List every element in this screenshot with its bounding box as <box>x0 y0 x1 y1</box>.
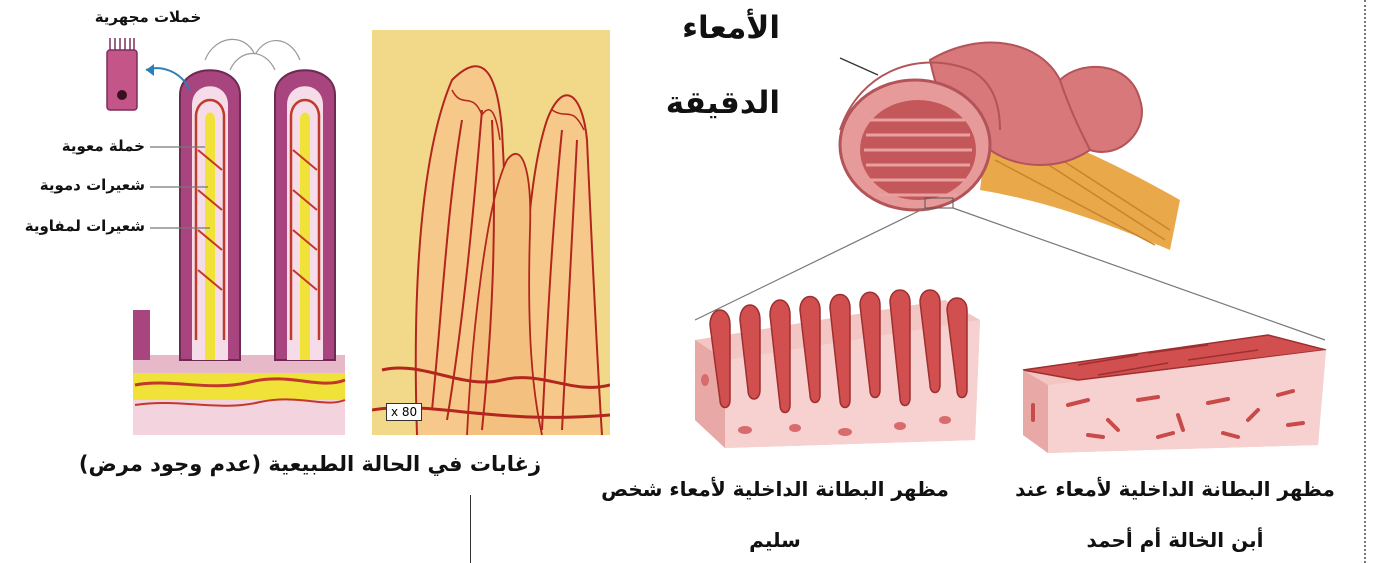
villi-micrograph: x 80 <box>372 30 610 435</box>
label-intestinal-villus: خملة معوية <box>0 137 145 155</box>
divider-line <box>470 495 471 563</box>
dotted-page-border <box>1364 0 1366 563</box>
magnification-badge: x 80 <box>386 403 422 421</box>
microvilli-cell <box>107 50 137 110</box>
caption-healthy-line2: سليم <box>580 528 970 552</box>
caption-healthy-line1: مظهر البطانة الداخلية لأمعاء شخص <box>580 477 970 501</box>
healthy-lining-svg <box>685 280 985 450</box>
label-microvilli: خملات مجهرية <box>88 8 208 26</box>
diseased-lining-svg <box>1018 325 1330 455</box>
caption-normal-villi: زغابات في الحالة الطبيعية (عدم وجود مرض) <box>60 452 560 476</box>
healthy-lining-block <box>685 280 985 450</box>
diseased-lining-block <box>1018 325 1330 455</box>
caption-diseased-line2: أبن الخالة أم أحمد <box>995 528 1355 552</box>
label-blood-capillaries: شعيرات دموية <box>0 176 145 194</box>
caption-diseased-line1: مظهر البطانة الداخلية لأمعاء عند <box>995 477 1355 501</box>
micrograph-image <box>372 30 610 435</box>
label-lymph-capillaries: شعيرات لمفاوية <box>0 217 145 235</box>
